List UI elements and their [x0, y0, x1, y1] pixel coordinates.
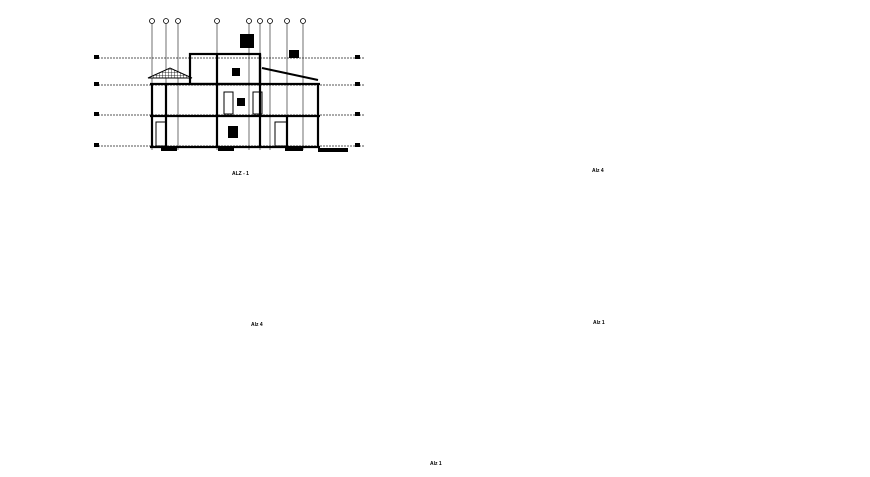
drawing-title-elevation-mid-left: Alz 4 — [251, 322, 263, 328]
drawing-title-elevation-top-right: Alz 4 — [592, 168, 604, 174]
drawing-title-section: ALZ - 1 — [232, 171, 249, 177]
section-drawing — [94, 18, 365, 152]
drawing-title-elevation-bottom: Alz 1 — [430, 461, 442, 467]
drawing-title-elevation-mid-right: Alz 1 — [593, 320, 605, 326]
